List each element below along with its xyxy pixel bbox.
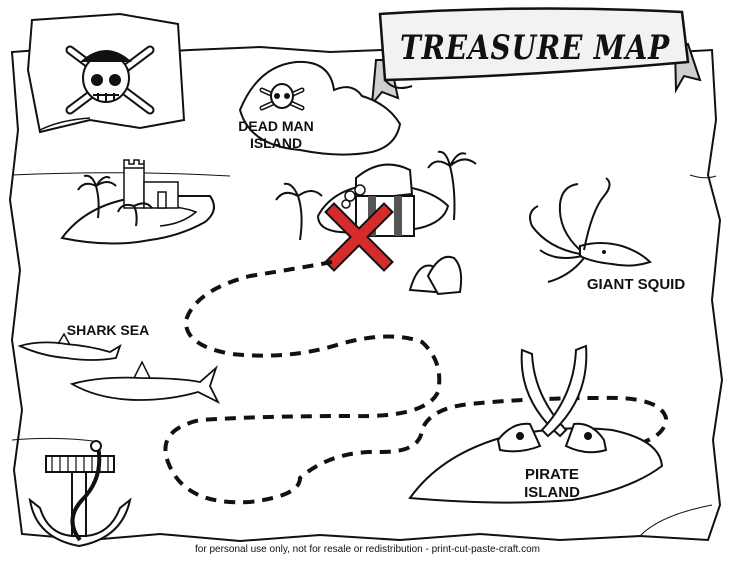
pirate-island: PIRATE ISLAND — [408, 344, 664, 504]
dead-man-island-label-line1: DEAD MAN — [238, 118, 313, 134]
map-title: TREASURE MAP — [400, 28, 670, 68]
castle-island — [60, 159, 215, 245]
palm-tree-icon — [77, 174, 153, 227]
shark-sea-label: SHARK SEA — [67, 322, 149, 338]
fold-line-4 — [639, 504, 713, 537]
fold-line-3 — [689, 174, 717, 179]
anchor-icon — [28, 440, 132, 548]
pirate-island-label-line1: PIRATE — [525, 466, 579, 483]
shark-icon — [17, 332, 122, 361]
pirate-island-label-line2: ISLAND — [524, 484, 580, 501]
treasure-island — [275, 150, 477, 272]
shark-icon — [69, 360, 221, 405]
rocks — [408, 255, 463, 296]
palm-tree-icon — [275, 150, 477, 241]
giant-squid-label: GIANT SQUID — [587, 276, 686, 293]
fold-line-2 — [11, 437, 101, 443]
dead-man-island-label-line2: ISLAND — [250, 135, 302, 151]
castle-icon — [123, 159, 179, 209]
skull-crossbones-icon — [259, 83, 305, 111]
x-mark-icon — [324, 202, 394, 272]
giant-squid-icon — [529, 177, 652, 283]
jolly-roger-flag-icon — [26, 12, 186, 134]
fold-line-1 — [11, 172, 231, 177]
dead-man-island: DEAD MAN ISLAND — [238, 60, 402, 156]
title-banner: TREASURE MAP — [370, 7, 702, 108]
crossed-swords-icon — [496, 344, 608, 454]
footer-disclaimer: for personal use only, not for resale or… — [195, 544, 540, 555]
